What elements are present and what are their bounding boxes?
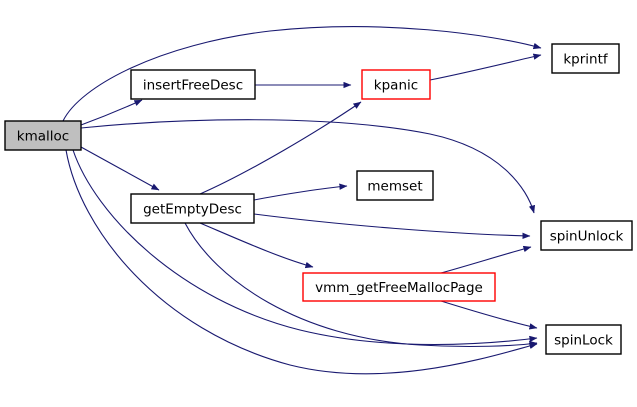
- node-label-spinUnlock: spinUnlock: [550, 229, 624, 245]
- edge-getEmptyDesc-to-spinLock: [184, 222, 538, 348]
- node-label-kprintf: kprintf: [563, 52, 609, 68]
- edge-getEmptyDesc-to-vmm_getFreeMallocPage: [199, 222, 314, 269]
- edge-kmalloc-to-getEmptyDesc: [80, 146, 160, 191]
- node-vmm_getFreeMallocPage[interactable]: vmm_getFreeMallocPage: [302, 272, 496, 302]
- edge-getEmptyDesc-to-memset: [253, 183, 348, 201]
- node-box-memset[interactable]: [356, 170, 434, 201]
- node-memset[interactable]: memset: [356, 170, 434, 201]
- node-box-kpanic[interactable]: [361, 69, 431, 100]
- node-spinLock[interactable]: spinLock: [545, 324, 622, 355]
- edge-kpanic-to-kprintf: [429, 53, 542, 81]
- node-label-kpanic: kpanic: [374, 78, 418, 94]
- node-label-memset: memset: [367, 179, 422, 195]
- node-label-getEmptyDesc: getEmptyDesc: [143, 202, 242, 218]
- node-getEmptyDesc[interactable]: getEmptyDesc: [130, 193, 255, 224]
- node-label-kmalloc: kmalloc: [17, 129, 69, 145]
- node-label-spinLock: spinLock: [554, 333, 613, 349]
- edge-getEmptyDesc-to-spinUnlock: [253, 213, 531, 240]
- node-kpanic[interactable]: kpanic: [361, 69, 431, 100]
- node-box-spinUnlock[interactable]: [540, 220, 633, 251]
- edge-getEmptyDesc-to-kpanic: [199, 101, 362, 195]
- node-box-insertFreeDesc[interactable]: [130, 69, 256, 100]
- node-box-vmm_getFreeMallocPage[interactable]: [302, 272, 496, 302]
- edge-kmalloc-to-spinLock: [72, 149, 538, 346]
- node-insertFreeDesc[interactable]: insertFreeDesc: [130, 69, 256, 100]
- node-label-vmm_getFreeMallocPage: vmm_getFreeMallocPage: [315, 280, 483, 296]
- node-kmalloc[interactable]: kmalloc: [4, 120, 82, 151]
- node-box-spinLock[interactable]: [545, 324, 622, 355]
- edge-kmalloc-to-kprintf: [62, 26, 542, 122]
- nodes-layer: kmalloc insertFreeDesc kpanic kprintf getEmp…: [4, 43, 633, 355]
- edge-kmalloc-to-spinLock2: [65, 149, 538, 375]
- edges-layer: [62, 26, 542, 375]
- node-kprintf[interactable]: kprintf: [551, 43, 620, 74]
- node-box-kprintf[interactable]: [551, 43, 620, 74]
- edge-vmm_getFreeMallocPage-to-spinLock: [440, 300, 538, 330]
- node-box-kmalloc[interactable]: [4, 120, 82, 151]
- edge-kmalloc-to-spinUnlock: [80, 119, 536, 214]
- node-box-getEmptyDesc[interactable]: [130, 193, 255, 224]
- edge-kmalloc-to-insertFreeDesc: [80, 99, 143, 126]
- node-label-insertFreeDesc: insertFreeDesc: [143, 78, 243, 94]
- edge-vmm_getFreeMallocPage-to-spinUnlock: [440, 245, 532, 274]
- node-spinUnlock[interactable]: spinUnlock: [540, 220, 633, 251]
